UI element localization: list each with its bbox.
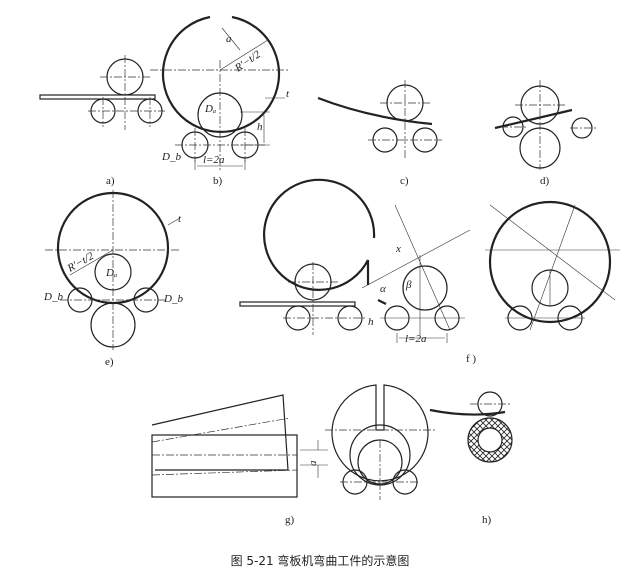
label-x: x xyxy=(395,243,401,255)
subfigure-a: a) xyxy=(39,55,165,187)
subfigure-e: t R′−t/2 Dₐ D_b D_b e) xyxy=(43,190,183,368)
subfigure-label-c: c) xyxy=(400,175,409,187)
figure-caption: 图 5-21 弯板机弯曲工件的示意图 xyxy=(231,553,410,568)
subfigure-label-h: h) xyxy=(482,514,492,526)
subfigure-c: c) xyxy=(317,80,442,187)
label-radius-e: R′−t/2 xyxy=(65,250,97,275)
subfigure-label-d: d) xyxy=(540,175,550,187)
subfigure-g: a g) xyxy=(151,384,435,526)
subfigure-d: d) xyxy=(494,80,596,187)
label-Db: D_b xyxy=(161,151,181,163)
label-a: a xyxy=(226,33,232,45)
subfigure-b: a R′−t/2 t Dₐ h D_b l=2a b) xyxy=(150,15,290,187)
label-h-f: h xyxy=(368,316,374,328)
subfigure-label-a: a) xyxy=(106,175,115,187)
label-Db-e-right: D_b xyxy=(163,293,183,305)
label-t-e: t xyxy=(178,213,182,225)
label-Da-e: Dₐ xyxy=(105,267,117,279)
label-h: h xyxy=(257,121,263,133)
subfigure-f: x α β h l=2a f ) xyxy=(239,178,620,365)
label-radius: R′−t/2 xyxy=(232,48,263,75)
subfigure-label-f: f ) xyxy=(466,353,476,365)
subfigure-label-b: b) xyxy=(213,175,223,187)
label-t: t xyxy=(286,88,290,100)
label-Db-e-left: D_b xyxy=(43,291,63,303)
label-l: l=2a xyxy=(203,154,225,166)
subfigure-label-g: g) xyxy=(285,514,295,526)
label-beta: β xyxy=(405,279,412,291)
label-l-f: l=2a xyxy=(405,333,427,345)
subfigure-h: h) xyxy=(429,391,513,526)
subfigure-label-e: e) xyxy=(105,356,114,368)
label-a-g: a xyxy=(307,460,319,466)
label-Da: Dₐ xyxy=(204,103,216,115)
label-alpha: α xyxy=(380,283,386,295)
